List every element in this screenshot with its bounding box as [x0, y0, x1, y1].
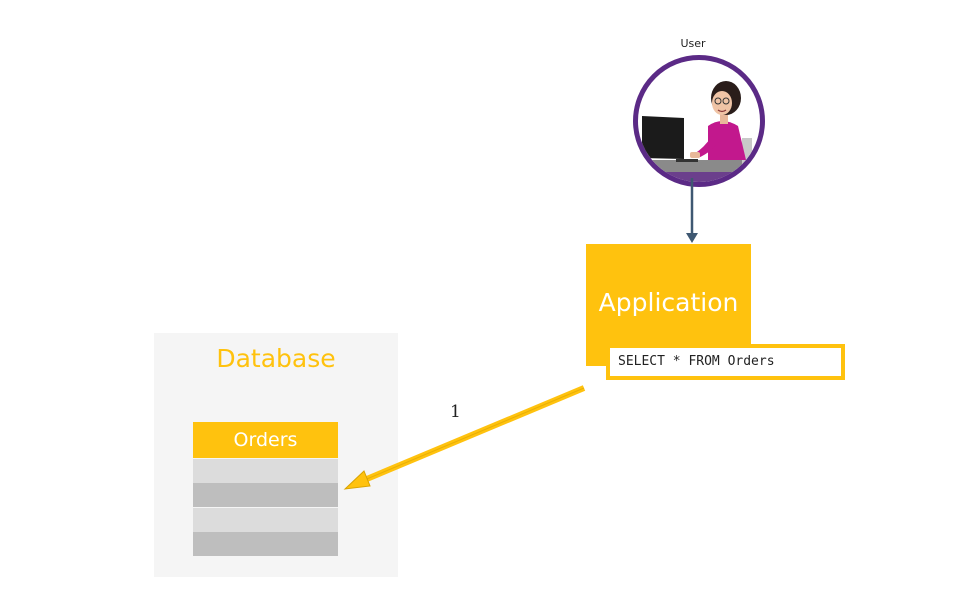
application-label: Application — [598, 288, 739, 317]
table-row — [193, 459, 338, 483]
table-row — [193, 483, 338, 507]
table-row — [193, 508, 338, 532]
table-row — [193, 532, 338, 556]
sql-query-box: SELECT * FROM Orders — [606, 344, 845, 380]
step-number-label: 1 — [450, 402, 461, 422]
arrowhead-down-icon — [686, 233, 698, 243]
user-label: User — [680, 37, 706, 50]
database-label: Database — [216, 344, 336, 373]
orders-table-header: Orders — [193, 422, 338, 458]
person-at-computer-icon — [633, 55, 765, 187]
